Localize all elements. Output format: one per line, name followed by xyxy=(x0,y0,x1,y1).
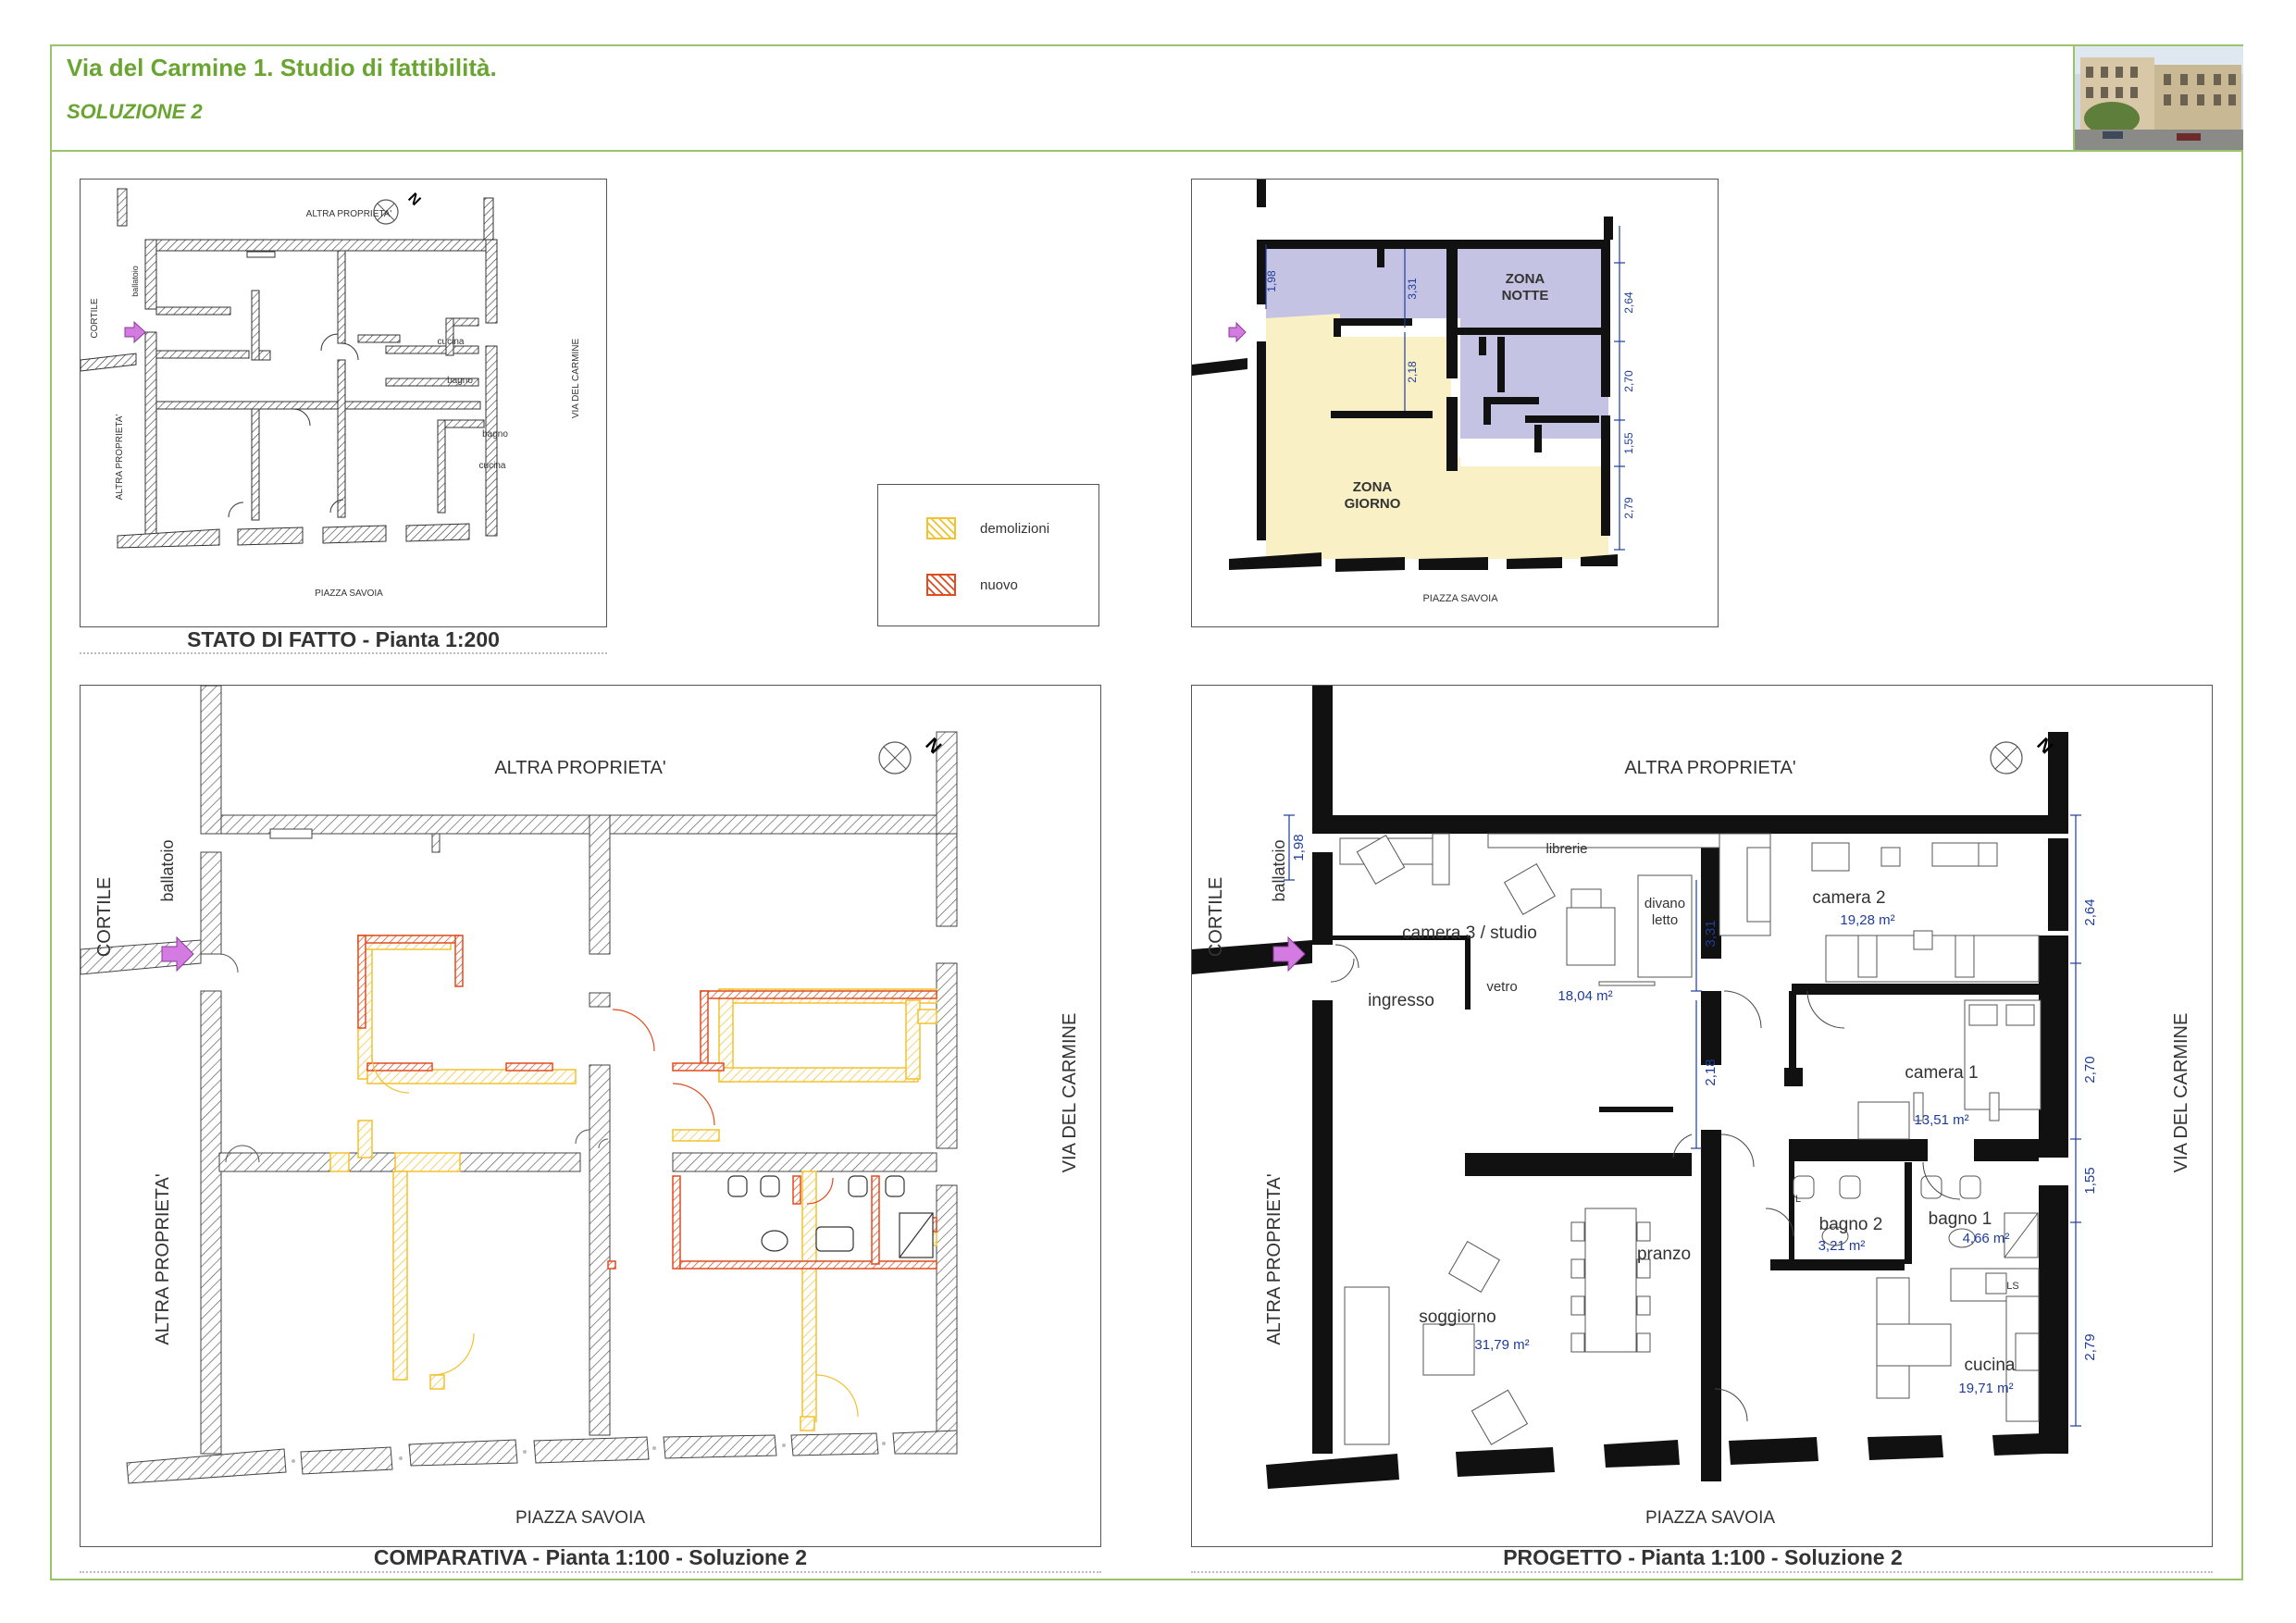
dimension-label: 2,70 xyxy=(1622,370,1635,392)
room-label: bagno xyxy=(447,376,473,386)
room-area: 4,66 m² xyxy=(1963,1231,2010,1246)
caption-divider xyxy=(80,652,607,654)
altra-proprieta-left-label: ALTRA PROPRIETA' xyxy=(1264,1173,1285,1344)
altra-proprieta-left-label: ALTRA PROPRIETA' xyxy=(153,1173,173,1344)
ballatoio-label: ballatoio xyxy=(1270,839,1288,901)
altra-proprieta-left-label: ALTRA PROPRIETA' xyxy=(115,415,125,501)
cortile-label: CORTILE xyxy=(1206,877,1226,957)
comparativa-panel: N ALTRA PROPRIETA' PIAZZA SAVOIA CORTILE… xyxy=(80,685,1101,1547)
note-label: vetro xyxy=(1486,979,1517,995)
room-label: bagno xyxy=(482,429,508,440)
north-label: N xyxy=(404,191,423,209)
altra-proprieta-top-label: ALTRA PROPRIETA' xyxy=(494,758,665,778)
via-del-carmine-label: VIA DEL CARMINE xyxy=(571,339,581,419)
caption-divider xyxy=(1191,1571,2213,1573)
room-area: 18,04 m² xyxy=(1558,988,1612,1004)
comparativa-caption: COMPARATIVA - Pianta 1:100 - Soluzione 2 xyxy=(373,1545,808,1569)
dimension-label: 2,18 xyxy=(1406,361,1419,383)
sheet-frame xyxy=(50,44,2243,1580)
via-del-carmine-label: VIA DEL CARMINE xyxy=(2171,1013,2191,1173)
stato-di-fatto-caption: STATO DI FATTO - Pianta 1:200 xyxy=(187,627,500,651)
sheet-subtitle: SOLUZIONE 2 xyxy=(67,100,203,123)
room-area: 13,51 m² xyxy=(1914,1112,1968,1128)
room-name: bagno 1 xyxy=(1929,1209,1992,1229)
room-name: pranzo xyxy=(1637,1245,1691,1264)
demolition-swatch xyxy=(926,517,956,539)
room-area: 31,79 m² xyxy=(1474,1337,1529,1353)
stato-di-fatto-panel: N ALTRA PROPRIETA' PIAZZA SAVOIA CORTILE… xyxy=(80,179,607,627)
room-name: ingresso xyxy=(1368,991,1434,1010)
dimension-label: 2,18 xyxy=(1703,1059,1719,1085)
dimension-label: 2,64 xyxy=(1622,291,1635,314)
dimension-label: 1,55 xyxy=(1622,432,1635,454)
legend-demolizioni-label: demolizioni xyxy=(980,521,1050,537)
room-name: cucina xyxy=(1965,1356,2016,1375)
note-label: librerie xyxy=(1545,841,1587,857)
dimension-label: 2,64 xyxy=(2082,898,2098,925)
progetto-caption: PROGETTO - Pianta 1:100 - Soluzione 2 xyxy=(1503,1545,1903,1569)
altra-proprieta-top-label: ALTRA PROPRIETA' xyxy=(306,209,392,219)
new-work-swatch xyxy=(926,574,956,596)
caption-divider xyxy=(80,1571,1101,1573)
note-label: LS xyxy=(2006,1281,2018,1292)
progetto-panel: 1,98 3,31 2,18 2,64 2,70 1,55 2,79 camer… xyxy=(1191,685,2213,1547)
dimension-label: 2,70 xyxy=(2082,1056,2098,1083)
cortile-label: CORTILE xyxy=(94,877,115,957)
dimension-label: 3,31 xyxy=(1406,278,1419,300)
room-name: soggiorno xyxy=(1419,1307,1496,1327)
sheet-title: Via del Carmine 1. Studio di fattibilità… xyxy=(67,54,497,81)
ballatoio-label: ballatoio xyxy=(130,266,140,297)
legend: demolizioni nuovo xyxy=(877,484,1099,626)
piazza-savoia-label: PIAZZA SAVOIA xyxy=(515,1508,645,1528)
ballatoio-label: ballatoio xyxy=(158,839,177,901)
note-label: L xyxy=(1795,1194,1801,1205)
dimension-label: 1,98 xyxy=(1291,834,1307,861)
room-name: camera 2 xyxy=(1812,888,1885,908)
dimension-label: 2,79 xyxy=(2082,1333,2098,1360)
room-area: 3,21 m² xyxy=(1818,1238,1866,1254)
room-label: cucina xyxy=(438,337,465,347)
dimension-label: 3,31 xyxy=(1703,920,1719,947)
cortile-label: CORTILE xyxy=(90,298,100,338)
room-name: camera 1 xyxy=(1905,1063,1978,1083)
room-name: bagno 2 xyxy=(1819,1215,1883,1234)
piazza-savoia-label: PIAZZA SAVOIA xyxy=(1645,1508,1775,1528)
dimension-label: 2,79 xyxy=(1622,497,1635,519)
room-name: camera 3 / studio xyxy=(1402,923,1537,943)
room-label: cucina xyxy=(479,461,506,471)
building-photo xyxy=(2073,46,2243,150)
room-area: 19,28 m² xyxy=(1840,912,1894,928)
via-del-carmine-label: VIA DEL CARMINE xyxy=(1060,1013,1080,1173)
sheet-header xyxy=(50,44,2243,152)
piazza-savoia-label: PIAZZA SAVOIA xyxy=(315,588,383,599)
piazza-savoia-label: PIAZZA SAVOIA xyxy=(1422,593,1498,604)
dimension-label: 1,55 xyxy=(2082,1167,2098,1194)
legend-nuovo-label: nuovo xyxy=(980,577,1018,593)
room-area: 19,71 m² xyxy=(1958,1381,2013,1396)
altra-proprieta-top-label: ALTRA PROPRIETA' xyxy=(1624,758,1795,778)
dimension-label: 1,98 xyxy=(1265,270,1278,292)
